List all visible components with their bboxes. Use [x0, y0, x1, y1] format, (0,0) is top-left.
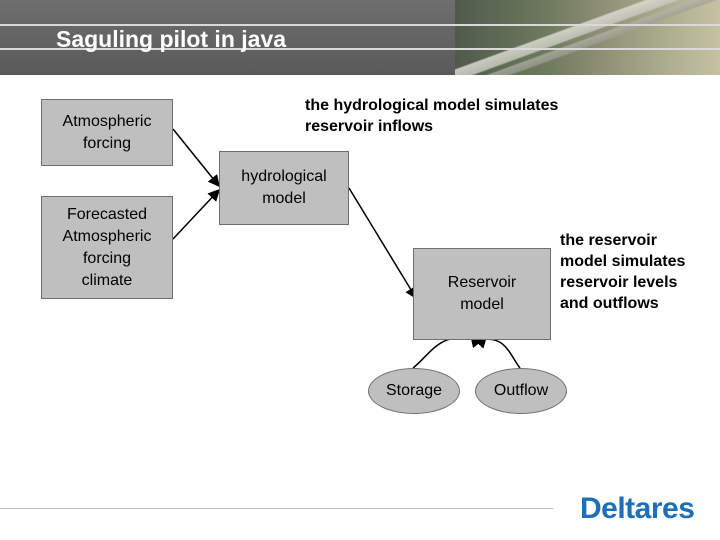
header-rule-top: [0, 24, 720, 26]
node-hydrological-model: hydrological model: [219, 151, 349, 225]
node-atmospheric-forcing: Atmospheric forcing: [41, 99, 173, 166]
slide-header: Saguling pilot in java: [0, 0, 720, 75]
arrow-forecast-to-hydrological: [172, 188, 221, 240]
slide-title: Saguling pilot in java: [56, 26, 287, 52]
node-reservoir-model: Reservoir model: [413, 248, 551, 340]
node-forecasted-forcing: Forecasted Atmospheric forcing climate: [41, 196, 173, 299]
deltares-logo: Deltares: [580, 492, 695, 525]
arrow-atmospheric-to-hydrological: [172, 128, 220, 188]
node-storage: Storage: [368, 368, 460, 414]
header-photo: [455, 0, 720, 75]
note-hydrological: the hydrological model simulates reservo…: [305, 97, 559, 135]
footer-rule: [0, 508, 553, 509]
arrow-reservoir-outflow: [470, 336, 521, 369]
arrow-reservoir-storage: [412, 337, 487, 369]
arrow-hydrological-to-reservoir: [348, 187, 417, 300]
note-reservoir: the reservoir model simulates reservoir …: [560, 232, 686, 312]
node-outflow: Outflow: [475, 368, 567, 414]
header-rule-bottom: [0, 48, 720, 50]
